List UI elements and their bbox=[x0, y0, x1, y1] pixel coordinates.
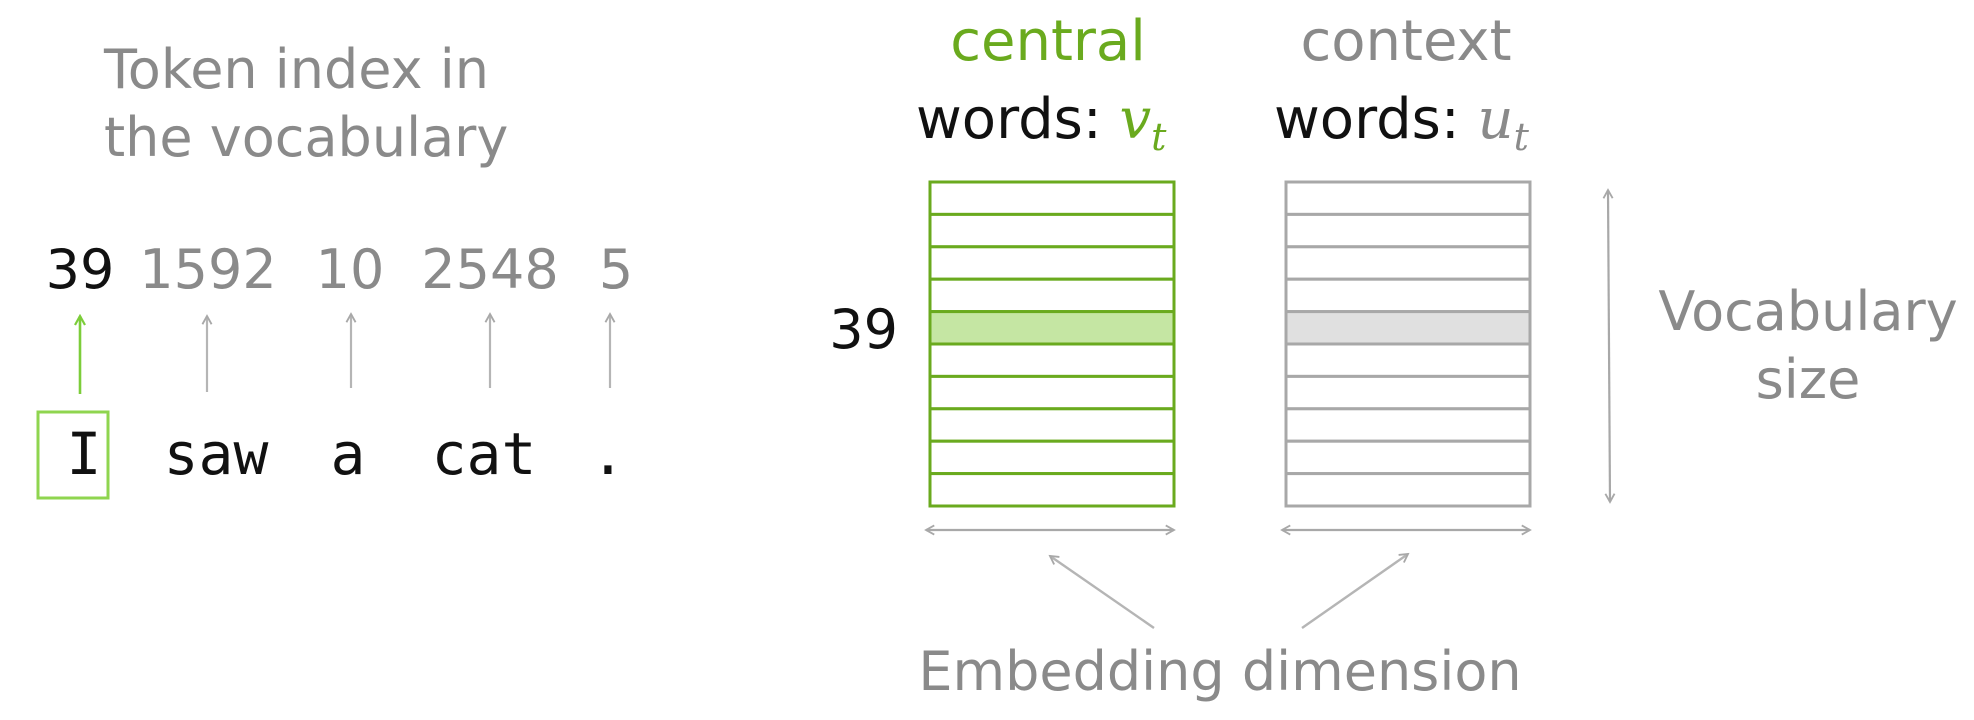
context-label-words: words: bbox=[1274, 87, 1478, 152]
central-matrix-row-8 bbox=[928, 439, 1176, 476]
context-matrix-row-2 bbox=[1284, 245, 1532, 281]
context-matrix-row-3 bbox=[1284, 277, 1532, 314]
vocab-label-line1: Vocabulary bbox=[1658, 280, 1957, 343]
context-label-top: context bbox=[1300, 9, 1511, 74]
central-matrix-row-3 bbox=[928, 277, 1176, 314]
token-index-3: 2548 bbox=[421, 238, 558, 301]
context-matrix-row-8 bbox=[1284, 439, 1532, 476]
context-matrix-row-7 bbox=[1284, 407, 1532, 443]
token-word-4: . bbox=[591, 420, 626, 488]
token-index-0: 39 bbox=[46, 238, 115, 301]
context-matrix-row-0 bbox=[1284, 180, 1532, 216]
context-label-bottom: words: ut bbox=[1274, 87, 1530, 159]
central-symbol-base: v bbox=[1120, 87, 1152, 152]
central-embedding-matrix bbox=[928, 180, 1176, 508]
context-symbol-sub: t bbox=[1514, 115, 1530, 159]
token-index-4: 5 bbox=[599, 238, 633, 301]
central-matrix-row-7 bbox=[928, 407, 1176, 443]
embedding-dimension-label: Embedding dimension bbox=[918, 640, 1521, 703]
context-symbol-base: u bbox=[1478, 87, 1514, 152]
central-label-top: central bbox=[950, 9, 1146, 74]
central-symbol-sub: t bbox=[1151, 115, 1167, 159]
token-word-0: I bbox=[67, 420, 102, 488]
central-matrix-row-9 bbox=[928, 472, 1176, 508]
context-matrix-row-4 bbox=[1284, 310, 1532, 346]
vocab-height-arrow bbox=[1608, 190, 1610, 502]
heading-token-index-line1: Token index in bbox=[103, 38, 489, 101]
central-label-words: words: bbox=[916, 87, 1120, 152]
central-matrix-row-6 bbox=[928, 374, 1176, 411]
vocab-label-line2: size bbox=[1756, 348, 1861, 411]
context-matrix-row-5 bbox=[1284, 342, 1532, 378]
highlight-box bbox=[36, 410, 110, 500]
central-label-bottom: words: vt bbox=[916, 87, 1167, 159]
context-matrix-row-6 bbox=[1284, 374, 1532, 411]
token-index-2: 10 bbox=[316, 238, 385, 301]
embedding-pointer-left bbox=[1050, 556, 1155, 629]
token-word-1: saw bbox=[164, 420, 269, 488]
central-matrix-row-5 bbox=[928, 342, 1176, 378]
context-embedding-matrix bbox=[1284, 180, 1532, 508]
token-index-1: 1592 bbox=[139, 238, 276, 301]
heading-token-index-line2: the vocabulary bbox=[104, 106, 508, 169]
central-matrix-row-2 bbox=[928, 245, 1176, 281]
token-word-3: cat bbox=[432, 420, 537, 488]
central-matrix-row-1 bbox=[928, 212, 1176, 249]
central-matrix-row-4 bbox=[928, 310, 1176, 346]
central-row-label: 39 bbox=[829, 298, 898, 361]
central-matrix-row-0 bbox=[928, 180, 1176, 216]
token-word-2: a bbox=[331, 420, 366, 488]
context-matrix-row-9 bbox=[1284, 472, 1532, 508]
embedding-pointer-right bbox=[1301, 554, 1408, 629]
context-matrix-row-1 bbox=[1284, 212, 1532, 249]
